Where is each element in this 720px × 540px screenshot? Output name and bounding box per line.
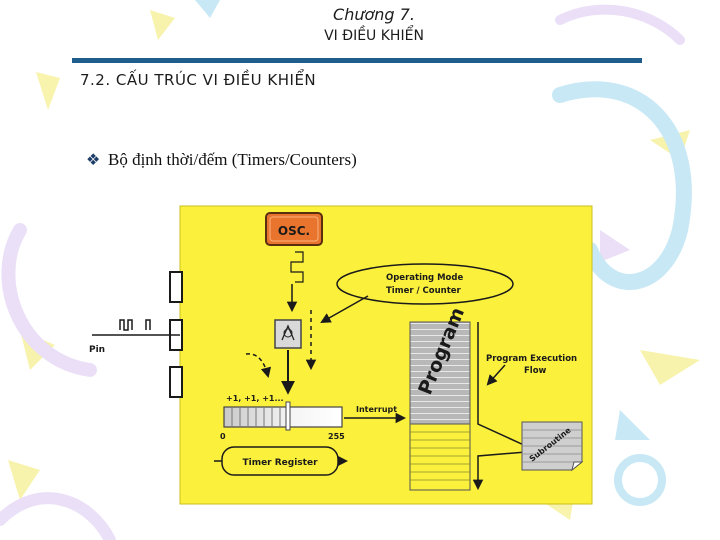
- deco-shape: [195, 0, 220, 18]
- pin-label: Pin: [89, 345, 105, 355]
- program-exec-line1: Program Execution: [486, 354, 577, 364]
- deco-shape: [640, 350, 700, 385]
- deco-swirl: [552, 81, 692, 290]
- deco-swirl: [555, 4, 685, 45]
- deco-swirl: [0, 492, 116, 540]
- osc-clock-wave: [290, 251, 304, 283]
- mode-to-switch-arrow: [320, 295, 369, 324]
- program-memory-column: [409, 321, 471, 425]
- interrupt-label: Interrupt: [356, 405, 397, 414]
- deco-dot: [614, 454, 666, 506]
- port-box-top: [169, 271, 183, 303]
- operating-mode-ellipse: [336, 263, 514, 305]
- deco-shape: [615, 410, 650, 440]
- osc-block: [265, 212, 323, 246]
- header-rule: [72, 58, 642, 63]
- deco-swirl: [1, 223, 97, 377]
- port-box-bottom: [169, 366, 183, 398]
- program-memory-lower: [409, 423, 471, 491]
- chapter-label: Chương 7.: [333, 5, 415, 24]
- deco-shape: [36, 72, 60, 110]
- operating-mode-line2: Timer / Counter: [386, 286, 462, 296]
- program-exec-arrow: [486, 364, 506, 386]
- osc-label: OSC.: [278, 224, 310, 238]
- section-heading: 7.2. CẤU TRÚC VI ĐIỀU KHIỂN: [80, 71, 317, 89]
- increment-label: +1, +1, +1...: [226, 394, 284, 403]
- timer-register-bar: [223, 406, 343, 428]
- mode-switch: [274, 319, 302, 349]
- program-exec-line2: Flow: [524, 366, 547, 376]
- register-max: 255: [328, 432, 345, 441]
- register-min: 0: [220, 432, 226, 441]
- deco-shape: [600, 230, 630, 262]
- bullet-text: Bộ định thời/đếm (Timers/Counters): [108, 150, 357, 169]
- execution-flow-line: [477, 322, 527, 447]
- bullet-icon: ❖: [86, 150, 101, 169]
- operating-mode-line1: Operating Mode: [386, 273, 463, 283]
- chapter-title: VI ĐIỀU KHIỂN: [324, 28, 424, 44]
- pin-pulse-signal: [119, 319, 151, 331]
- deco-shape: [8, 460, 40, 500]
- timer-register-label: Timer Register: [242, 458, 318, 468]
- deco-shape: [150, 10, 175, 40]
